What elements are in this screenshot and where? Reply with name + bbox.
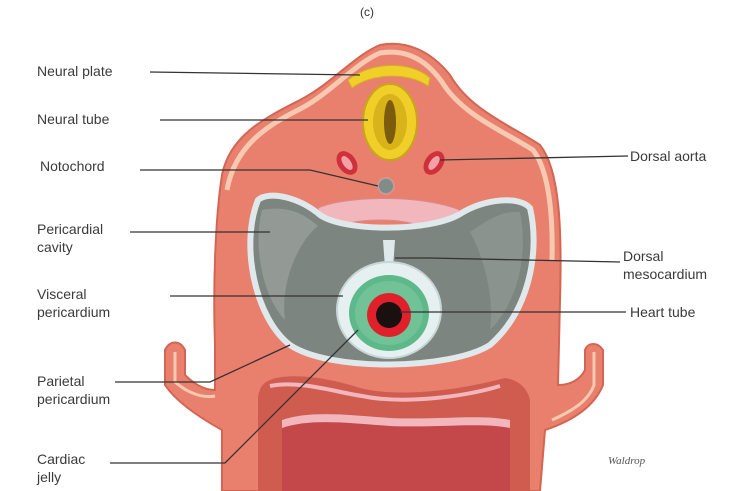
leader-neural-plate <box>150 72 360 75</box>
label-parietal-pericardium-line2: pericardium <box>37 390 110 408</box>
label-visceral-pericardium: Visceral pericardium <box>37 285 110 321</box>
label-cardiac-jelly-line2: jelly <box>37 468 85 486</box>
label-dorsal-mesocardium-line2: mesocardium <box>623 265 707 283</box>
label-dorsal-mesocardium-line1: Dorsal <box>623 247 707 265</box>
neural-tube-lumen <box>384 100 396 144</box>
label-dorsal-mesocardium: Dorsal mesocardium <box>623 247 707 283</box>
notochord <box>378 178 394 194</box>
label-heart-tube: Heart tube <box>630 303 695 321</box>
label-neural-tube: Neural tube <box>37 110 109 128</box>
label-pericardial-cavity: Pericardial cavity <box>37 220 103 256</box>
panel-label: (c) <box>360 5 374 19</box>
artist-signature: Waldrop <box>608 455 645 467</box>
label-pericardial-cavity-line2: cavity <box>37 238 103 256</box>
label-cardiac-jelly: Cardiac jelly <box>37 450 85 486</box>
label-dorsal-aorta: Dorsal aorta <box>630 147 706 165</box>
label-notochord: Notochord <box>40 157 105 175</box>
label-neural-plate: Neural plate <box>37 62 113 80</box>
label-cardiac-jelly-line1: Cardiac <box>37 450 85 468</box>
label-visceral-pericardium-line2: pericardium <box>37 303 110 321</box>
label-parietal-pericardium: Parietal pericardium <box>37 372 110 408</box>
label-parietal-pericardium-line1: Parietal <box>37 372 110 390</box>
label-visceral-pericardium-line1: Visceral <box>37 285 110 303</box>
label-pericardial-cavity-line1: Pericardial <box>37 220 103 238</box>
